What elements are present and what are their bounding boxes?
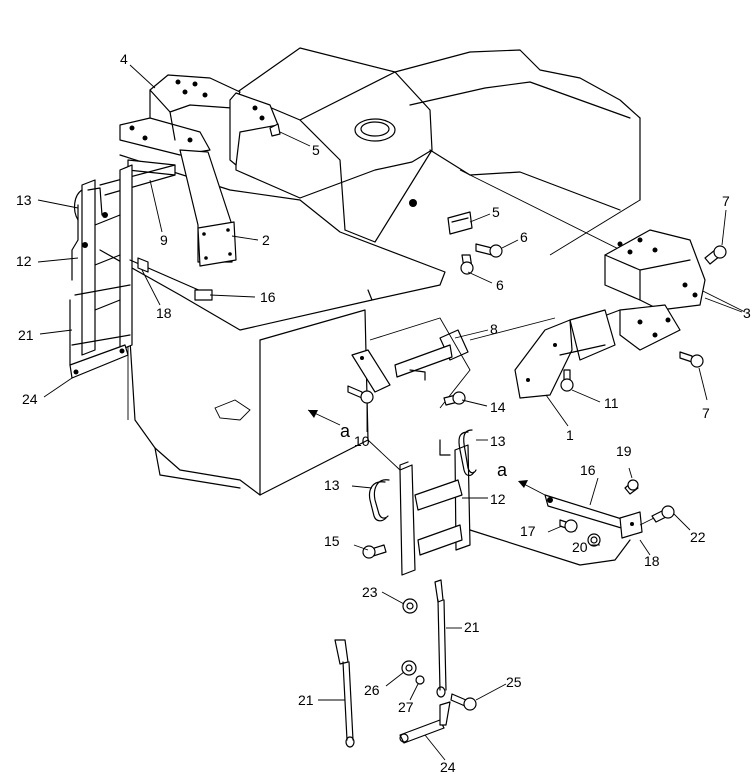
callout-14: 14 (490, 399, 506, 415)
callout-21: 21 (18, 327, 34, 343)
callout-9: 9 (160, 232, 168, 248)
callout-13: 13 (324, 477, 340, 493)
callout-22: 22 (690, 529, 706, 545)
fuel-tank (235, 47, 433, 243)
callout-18: 18 (644, 553, 660, 569)
right-link-assembly (544, 494, 661, 539)
callout-5: 5 (312, 142, 320, 158)
bar-24-bottom (399, 701, 451, 744)
deck-plate (99, 154, 446, 496)
callout-20: 20 (572, 539, 588, 555)
part-4-bracket (119, 74, 279, 166)
callout-7: 7 (722, 193, 730, 209)
callout-6: 6 (496, 277, 504, 293)
callout-8: 8 (490, 321, 498, 337)
view-marker-a: a (340, 421, 351, 441)
fasteners (269, 123, 727, 711)
rod-21-middle (434, 579, 447, 698)
handle-13-right (458, 429, 477, 477)
part-9-bar (99, 159, 176, 196)
callout-12: 12 (490, 491, 506, 507)
left-step-ladder (69, 164, 213, 379)
callout-5: 5 (492, 204, 500, 220)
view-marker-a-right (518, 480, 546, 496)
part-3-step (579, 229, 706, 351)
callout-15: 15 (324, 533, 340, 549)
callout-23: 23 (362, 584, 378, 600)
callout-11: 11 (604, 395, 619, 411)
callout-27: 27 (398, 699, 414, 715)
callout-25: 25 (506, 674, 522, 690)
callout-18: 18 (156, 305, 172, 321)
part-1-bracket (469, 309, 616, 399)
callout-26: 26 (364, 682, 380, 698)
lower-step-ladder (367, 439, 631, 576)
callout-24: 24 (440, 759, 456, 774)
part-8-bracket (351, 317, 471, 409)
view-marker-a: a (497, 460, 508, 480)
callout-16: 16 (580, 462, 596, 478)
callout-2: 2 (262, 232, 270, 248)
callout-12: 12 (16, 253, 32, 269)
callout-17: 17 (520, 523, 536, 539)
callout-13: 13 (16, 192, 32, 208)
callout-6: 6 (520, 229, 528, 245)
part-5-clip (447, 211, 473, 235)
callout-21: 21 (464, 619, 480, 635)
view-marker-a-left (307, 409, 341, 426)
callout-4: 4 (120, 51, 128, 67)
leader-lines (37, 64, 743, 761)
callout-24: 24 (22, 391, 38, 407)
handle-13-upper-left (73, 189, 83, 221)
callout-1: 1 (566, 427, 574, 443)
view-marker-labels: a a (340, 421, 508, 480)
callout-16: 16 (260, 289, 276, 305)
rod-21-left (334, 639, 355, 748)
callout-13: 13 (490, 433, 506, 449)
callout-labels: 4 5 5 6 6 7 7 3 8 9 2 16 18 13 12 21 24 … (16, 51, 751, 774)
callout-7: 7 (702, 405, 710, 421)
callout-21: 21 (298, 692, 314, 708)
callout-3: 3 (743, 305, 751, 321)
callout-19: 19 (616, 443, 632, 459)
part-2-plate (179, 149, 237, 267)
handle-13-left (368, 479, 390, 522)
callout-10: 10 (354, 433, 370, 449)
